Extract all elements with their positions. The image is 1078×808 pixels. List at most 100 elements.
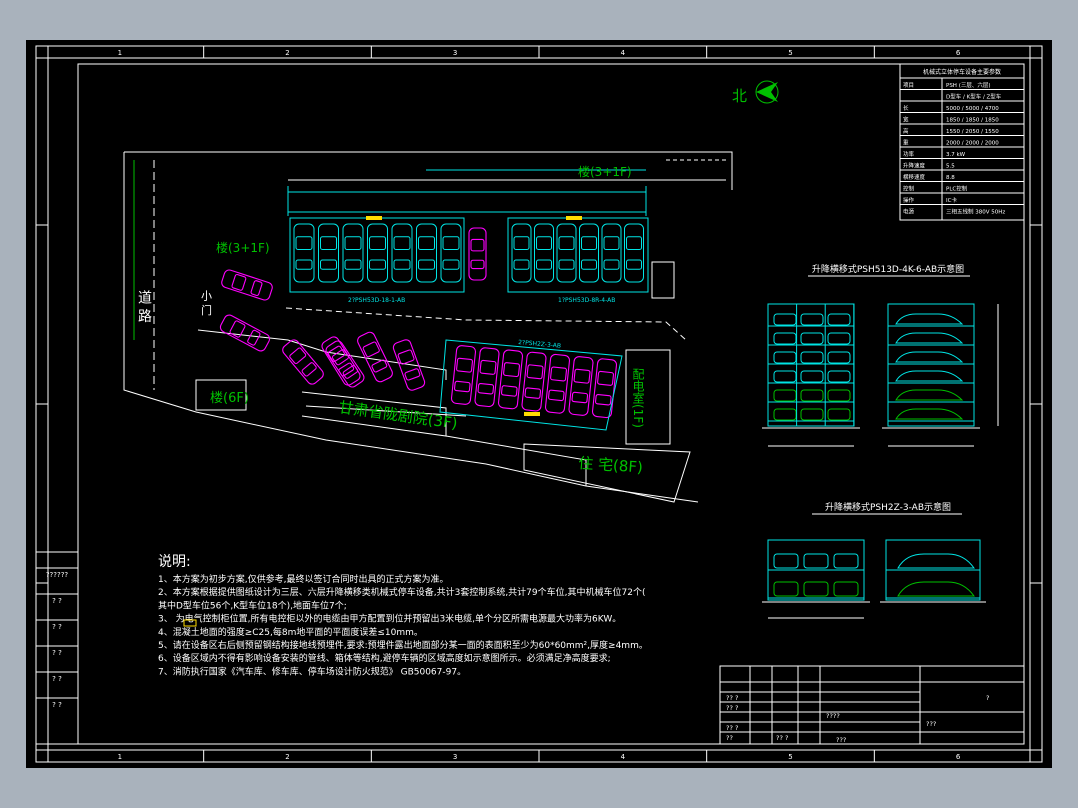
param-row-value: 2000 / 2000 / 2000: [946, 141, 999, 147]
car-icon: [601, 223, 622, 283]
housing-label: 住 宅(8F): [578, 454, 644, 476]
elevation-car-front: [827, 351, 851, 364]
grid-col-label-top: 2: [285, 49, 289, 57]
control-cabinet-marker: [524, 412, 540, 416]
loose-magenta-cars: [219, 269, 426, 391]
param-row-value: PSH (三层、六层): [946, 81, 990, 89]
note-line: 6、设备区域内不得有影响设备安装的管线、箱体等结构,避停车辆的区域高度如示意图所…: [158, 652, 611, 664]
grid-col-label-bottom: 6: [956, 753, 961, 761]
note-line: 7、消防执行国家《汽车库、修车库、停车场设计防火规范》 GB50067-97。: [158, 665, 466, 677]
bldg-top-right-label: 楼(3+1F): [578, 164, 632, 179]
note-line: 1、本方案为初步方案,仅供参考,最终以签订合同时出具的正式方案为准。: [158, 573, 448, 585]
elevation-2-tiers: [768, 553, 980, 599]
grid-col-label-bottom: 1: [118, 753, 122, 761]
car-icon: [497, 349, 524, 410]
grid-col-label-bottom: 5: [788, 753, 792, 761]
elevation-car-front: [800, 370, 824, 383]
parking-row-2-cars: [511, 223, 644, 283]
site-plan: 道 路 小 门 楼(3+1F) 楼(3+1F) 楼(6F) 甘肃省陇剧院(3F)…: [123, 151, 733, 503]
elevation-car-front: [773, 408, 797, 421]
note-line: 3、 为电气控制柜位置,所有电控柜以外的电缆由甲方配置到位并预留出3米电缆,单个…: [158, 613, 621, 625]
param-row-label: 宽: [903, 116, 909, 124]
car-icon: [591, 358, 618, 419]
control-cabinet-legend: [183, 619, 197, 627]
car-icon: [568, 356, 594, 416]
grid-col-label-bottom: 4: [621, 753, 626, 761]
param-row-label: 高: [903, 127, 909, 135]
elevation-car-side: [895, 370, 964, 382]
elevation-car-front: [833, 553, 859, 569]
car-icon: [474, 347, 500, 408]
bldg-6f-label: 楼(6F): [210, 391, 249, 406]
elevation-car-front: [773, 351, 797, 364]
elevation-car-front: [827, 332, 851, 345]
note-line: 5、请在设备区右后侧预留钢结构接地线预埋件,要求:预埋件露出地面部分某一面的表面…: [158, 639, 648, 651]
elevation-car-front: [773, 370, 797, 383]
param-row-value: PLC控制: [946, 185, 968, 193]
car-icon: [221, 269, 273, 301]
car-icon: [357, 331, 393, 383]
elevation-car-front: [773, 332, 797, 345]
notes-title: 说明:: [158, 554, 191, 570]
car-icon: [450, 345, 477, 405]
car-icon: [367, 223, 388, 283]
revision-cell: ? ?: [52, 649, 62, 657]
elevation-car-front: [803, 581, 829, 597]
param-table-title: 机械式立体停车设备主要参数: [923, 68, 1001, 76]
gate-label: 小 门: [200, 290, 213, 316]
car-icon: [416, 223, 437, 283]
car-icon: [282, 339, 324, 385]
elevation-car-front: [827, 389, 851, 402]
car-icon: [534, 223, 554, 283]
car-icon: [392, 339, 426, 391]
power-room-label: 配电室(1F): [631, 368, 645, 428]
revision-cell: ? ?: [52, 701, 62, 709]
notes-lines: 1、本方案为初步方案,仅供参考,最终以签订合同时出具的正式方案为准。2、本方案根…: [158, 573, 648, 677]
elevation-car-side: [897, 581, 975, 597]
car-icon: [511, 223, 532, 283]
elevation-car-side: [895, 313, 964, 325]
elevation-diagram-1: 升降横移式PSH513D-4K-6-AB示意图: [762, 263, 999, 447]
elevation-car-front: [800, 332, 824, 345]
elevation-car-front: [800, 351, 824, 364]
param-row-value: 5.5: [946, 164, 955, 170]
car-icon: [318, 223, 339, 283]
grid-col-label-top: 1: [118, 49, 122, 57]
elevation-car-front: [773, 389, 797, 402]
title-block: ?????? ??? ??? ??? ??????????: [719, 665, 1025, 745]
elevation-car-front: [827, 313, 851, 326]
elevation-car-front: [803, 553, 829, 569]
elevation-1-title: 升降横移式PSH513D-4K-6-AB示意图: [812, 263, 964, 275]
elevation-car-side: [895, 332, 964, 344]
param-row-value: IC卡: [946, 196, 957, 204]
param-row-label: 项目: [903, 82, 914, 89]
elevation-car-side: [895, 351, 964, 363]
title-block-cell: ?? ?: [726, 704, 738, 712]
car-icon: [219, 314, 271, 352]
control-cabinet-marker: [566, 216, 582, 220]
param-row-value: 5000 / 5000 / 4700: [946, 106, 999, 112]
car-icon: [342, 223, 364, 283]
grid-col-label-top: 3: [453, 49, 457, 57]
param-row-label: 重: [903, 139, 909, 147]
title-block-cell: ?: [986, 694, 989, 702]
param-row-value: 3.7 kW: [946, 152, 966, 158]
elevation-car-front: [800, 389, 824, 402]
revision-cell: ? ?: [52, 597, 62, 605]
grid-col-label-bottom: 3: [453, 753, 457, 761]
revision-cell: ? ?: [52, 623, 62, 631]
grid-col-label-top: 4: [621, 49, 626, 57]
elevation-car-front: [833, 581, 859, 597]
title-block-cell: ???: [836, 736, 846, 744]
note-line: 2、本方案根据提供图纸设计为三层、六层升降横移类机械式停车设备,共计3套控制系统…: [158, 586, 645, 598]
car-icon: [521, 351, 547, 412]
revision-cell: ??????: [46, 571, 69, 579]
param-row-label: 横移速度: [903, 173, 926, 181]
title-block-cell: ?? ?: [776, 734, 788, 742]
parking-row-3-cars: [450, 345, 618, 419]
parking-block-1: [289, 217, 465, 293]
grid-col-label-top: 5: [788, 49, 792, 57]
